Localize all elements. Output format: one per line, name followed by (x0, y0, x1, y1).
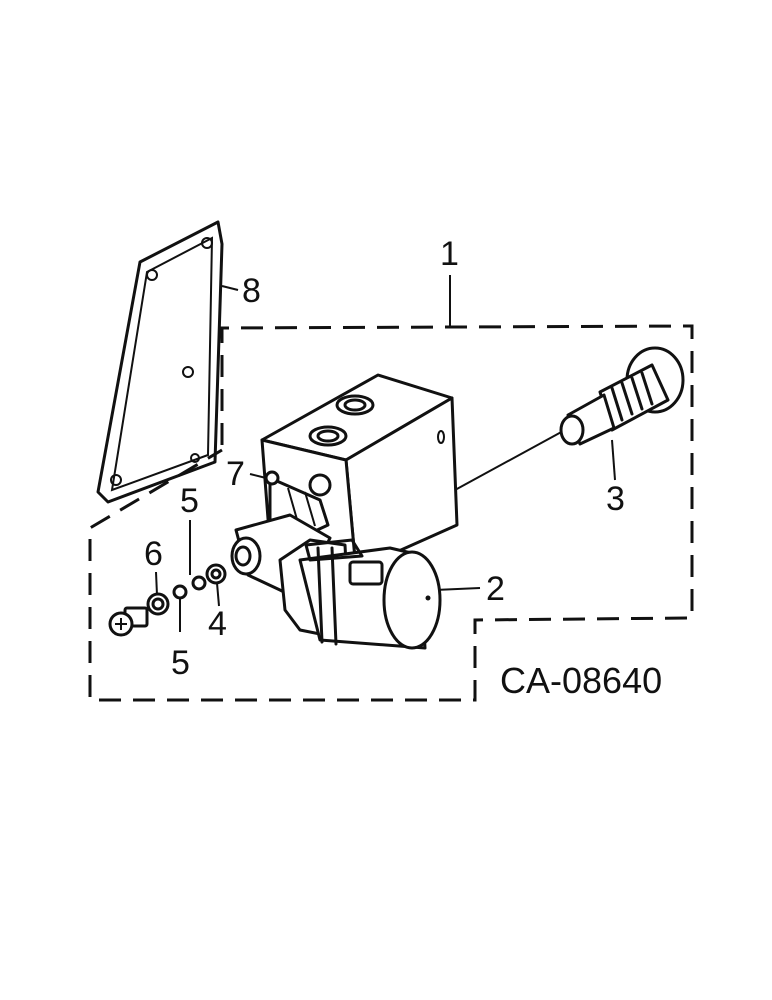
callout-1: 1 (440, 235, 459, 273)
callout-6: 6 (144, 535, 163, 573)
figure-identifier: CA-08640 (500, 660, 662, 701)
callout-2: 2 (486, 570, 505, 608)
leader-lines (155, 275, 616, 632)
assembly-boundary (88, 324, 694, 702)
callout-3: 3 (606, 480, 625, 518)
small-parts (108, 470, 280, 637)
callout-5-lower: 5 (171, 644, 190, 682)
callout-7: 7 (226, 455, 245, 493)
solenoid-housing (234, 513, 442, 650)
callout-4: 4 (208, 605, 227, 643)
callout-8: 8 (242, 272, 261, 310)
gasket-plate (96, 220, 224, 504)
port-fitting (230, 536, 262, 576)
callout-5-upper: 5 (180, 482, 199, 520)
valve-cartridge (559, 346, 685, 446)
